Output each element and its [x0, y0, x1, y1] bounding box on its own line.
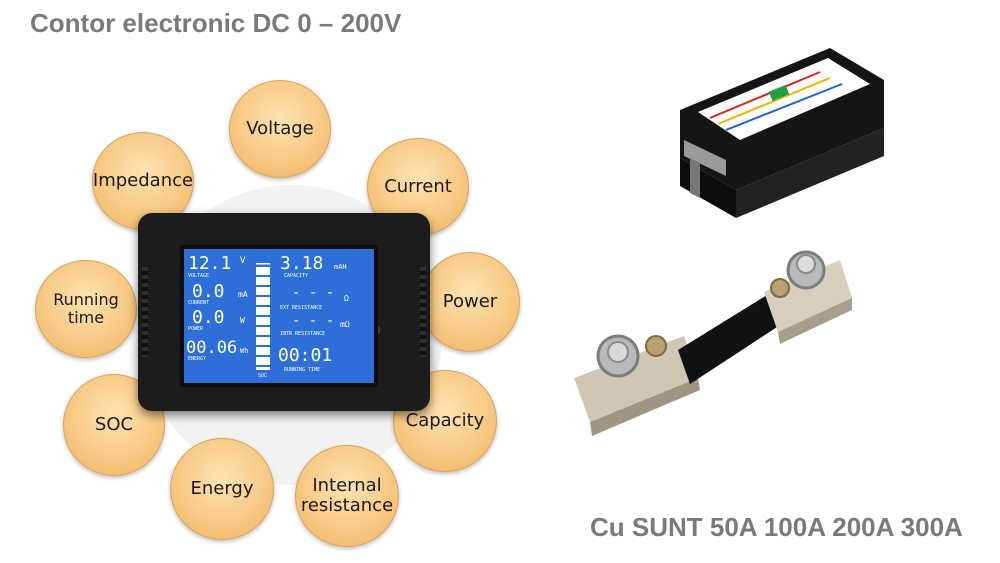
feature-power: Power [420, 252, 520, 352]
feature-power-label: Power [442, 291, 498, 313]
lcd-current-label: CURRENT [188, 300, 209, 306]
lcd-voltage-unit: V [240, 256, 246, 266]
soc-segment [256, 297, 270, 305]
soc-segment [256, 367, 270, 370]
soc-segment [256, 357, 270, 365]
lcd-capacity-unit: mAH [334, 263, 347, 271]
feature-impedance: Impedance [92, 132, 194, 230]
feature-voltage: Voltage [229, 80, 331, 178]
feature-soc-label: SOC [94, 414, 134, 436]
soc-segment [256, 307, 270, 315]
lcd-ext-res-label: EXT RESISTANCE [280, 305, 322, 311]
meter-vent-right [420, 267, 426, 357]
soc-segment [256, 347, 270, 355]
feature-energy-label: Energy [190, 478, 254, 500]
lcd-time-label: RUNNING TIME [284, 367, 320, 373]
feature-current-label: Current [384, 176, 452, 198]
lcd-soc-bar [256, 263, 270, 370]
page-title: Contor electronic DC 0 – 200V [30, 8, 402, 38]
lcd-soc-label: SOC [258, 373, 267, 379]
shunt-photo [574, 250, 852, 436]
lcd-current-value: 0.0 [192, 281, 225, 302]
soc-segment [256, 317, 270, 325]
soc-segment [256, 337, 270, 345]
lcd-capacity-value: 3.18 [280, 253, 323, 274]
feature-voltage-label: Voltage [246, 118, 314, 140]
feature-running-time: Running time [35, 260, 137, 358]
lcd-power-value: 0.0 [192, 307, 225, 328]
lcd-intr-res-dashes: - - - [292, 313, 334, 329]
shunt-caption: Cu SUNT 50A 100A 200A 300A [590, 512, 963, 542]
lcd-intr-res-unit: mΩ [340, 320, 350, 329]
feature-energy: Energy [170, 438, 274, 540]
feature-soc: SOC [63, 374, 165, 476]
lcd-ext-res-dashes: - - - [292, 285, 334, 301]
meter-module-photo [680, 48, 884, 218]
lcd-voltage-value: 12.1 [188, 253, 231, 274]
feature-capacity-label: Capacity [405, 410, 485, 432]
soc-segment [256, 327, 270, 335]
lcd-intr-res-label: INTR RESISTANCE [280, 331, 325, 337]
lcd-voltage-label: VOLTAGE [188, 273, 209, 279]
lcd-power-label: POWER [188, 326, 204, 332]
soc-segment [256, 267, 270, 275]
lcd-readings: 12.1 V VOLTAGE 0.0 mA CURRENT 0.0 W POWE… [186, 253, 350, 379]
lcd-capacity-label: CAPACITY [284, 273, 308, 279]
feature-internal-resistance: Internal resistance [295, 445, 399, 547]
feature-impedance-label: Impedance [92, 170, 194, 192]
soc-segment [256, 277, 270, 285]
lcd-display: 12.1 V VOLTAGE 0.0 mA CURRENT 0.0 W POWE… [180, 245, 378, 387]
feature-internal-resistance-label: Internal resistance [300, 475, 394, 516]
lcd-energy-value: 00.06 [186, 338, 237, 358]
lcd-energy-label: ENERGY [188, 356, 206, 362]
dc-meter-device: 12.1 V VOLTAGE 0.0 mA CURRENT 0.0 W POWE… [138, 213, 430, 411]
lcd-ext-res-unit: Ω [344, 294, 349, 303]
lcd-power-unit: W [240, 316, 245, 325]
lcd-current-unit: mA [238, 290, 248, 299]
meter-vent-left [142, 267, 148, 357]
soc-segment [256, 287, 270, 295]
lcd-energy-unit: Wh [240, 347, 248, 355]
feature-running-time-label: Running time [53, 290, 119, 327]
lcd-time-value: 00:01 [278, 345, 332, 366]
